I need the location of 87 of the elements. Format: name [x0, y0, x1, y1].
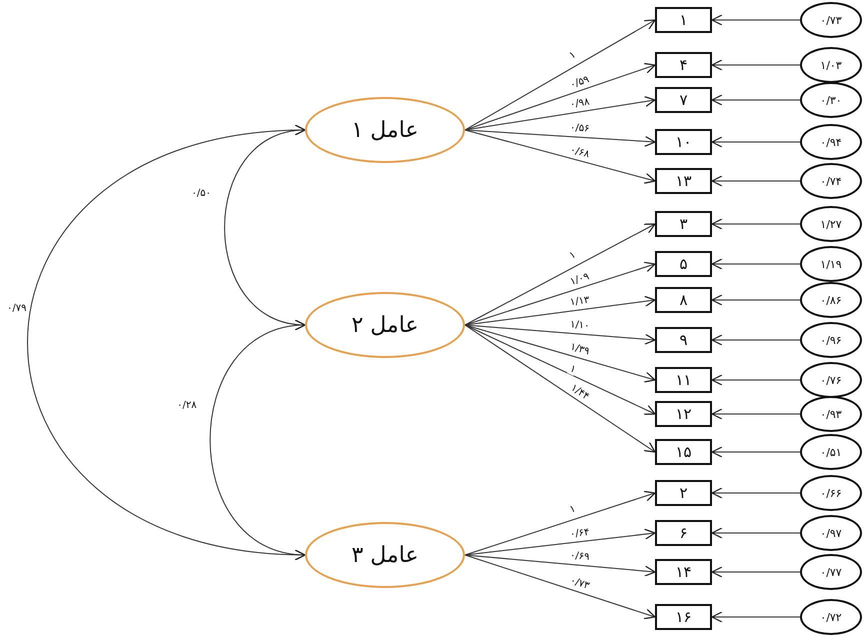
node-label: ۱۶ — [675, 608, 692, 626]
node-label: ۱۲ — [675, 405, 692, 423]
node-label: ۰/۶۶ — [820, 486, 842, 500]
indicator-box — [655, 520, 712, 546]
path-arrow — [464, 19, 656, 130]
indicator-box — [655, 401, 712, 427]
path-arrow — [464, 223, 656, 326]
path-arrow — [464, 130, 656, 147]
path-arrow — [464, 554, 656, 620]
node-label: عامل ۱ — [351, 118, 419, 142]
path-arrow — [464, 554, 656, 577]
node-label: ۲ — [679, 484, 688, 502]
node-label: ۹ — [679, 331, 688, 349]
indicator-box — [655, 287, 712, 313]
node-label: ۷ — [679, 91, 688, 109]
node-label: ۰/۷۴ — [820, 174, 842, 188]
indicator-box — [655, 168, 712, 194]
node-label: ۰/۹۶ — [820, 334, 842, 346]
path-arrow — [711, 258, 800, 270]
path-arrow — [711, 175, 800, 187]
node-label: ۱/۰۳ — [820, 58, 842, 72]
path-arrow — [711, 611, 800, 623]
path-arrow — [711, 527, 800, 539]
node-label: ۱۴ — [675, 563, 692, 581]
node-label: ۰/۵۱ — [820, 446, 842, 458]
path-arrow — [464, 130, 656, 184]
path-arrow — [464, 324, 656, 415]
indicator-box — [655, 367, 712, 393]
path-arrow — [464, 490, 656, 556]
node-label: ۴ — [679, 56, 688, 74]
indicator-box — [655, 7, 712, 33]
node-label: عامل ۳ — [351, 542, 419, 568]
path-arrow — [711, 566, 800, 578]
path-arrow — [464, 324, 656, 383]
path-arrow — [711, 446, 800, 458]
path-arrow — [464, 324, 656, 453]
edge-label: ۰/۷۹ — [6, 302, 28, 314]
path-arrow — [711, 487, 800, 499]
path-arrow — [464, 528, 656, 556]
indicator-box — [655, 559, 712, 585]
node-label: ۰/۷۳ — [820, 14, 842, 26]
node-label: ۰/۹۳ — [820, 408, 842, 420]
indicator-box — [655, 52, 712, 78]
path-arrow — [711, 408, 800, 420]
node-label: ۰/۳۰ — [820, 94, 842, 106]
path-arrow — [711, 374, 800, 386]
indicator-box — [655, 439, 712, 465]
node-label: ۱۵ — [675, 443, 692, 461]
covariance-arrow — [27, 125, 306, 560]
node-label: ۰/۹۴ — [820, 136, 842, 148]
indicator-box — [655, 87, 712, 113]
indicator-box — [655, 129, 712, 155]
node-label: ۳ — [679, 215, 688, 233]
indicator-box — [655, 604, 712, 630]
node-label: ۰/۷۷ — [820, 566, 842, 578]
node-label: ۰/۸۶ — [820, 294, 842, 306]
path-arrow — [464, 262, 656, 326]
path-arrow — [711, 136, 800, 148]
node-label: ۱۰ — [675, 133, 692, 151]
node-label: ۱۳ — [675, 172, 692, 190]
path-arrow — [711, 59, 800, 71]
node-label: ۰/۹۷ — [820, 526, 842, 540]
node-label: عامل ۲ — [351, 312, 419, 338]
indicator-box — [655, 211, 712, 237]
path-arrow — [711, 94, 800, 106]
path-arrow — [464, 62, 656, 130]
path-arrow — [711, 14, 800, 26]
path-arrow — [711, 334, 800, 346]
node-label: ۵ — [679, 255, 688, 273]
edge-label: ۱/۱۳ — [568, 294, 592, 308]
edge-label: ۰/۲۸ — [176, 400, 198, 411]
indicator-box — [655, 480, 712, 506]
path-arrow — [711, 218, 800, 230]
node-label: ۶ — [679, 524, 688, 542]
path-arrow — [464, 324, 656, 345]
node-label: ۱ — [679, 11, 688, 29]
indicator-box — [655, 327, 712, 353]
path-arrow — [464, 96, 656, 130]
node-label: ۱/۲۷ — [820, 218, 842, 230]
node-label: ۰/۷۲ — [820, 610, 842, 624]
path-arrow — [464, 296, 656, 326]
path-arrow — [711, 294, 800, 306]
node-label: ۱/۱۹ — [820, 258, 842, 270]
indicator-box — [655, 251, 712, 277]
node-label: ۰/۷۶ — [820, 374, 842, 386]
node-label: ۸ — [679, 291, 688, 309]
node-label: ۱۱ — [675, 371, 692, 389]
